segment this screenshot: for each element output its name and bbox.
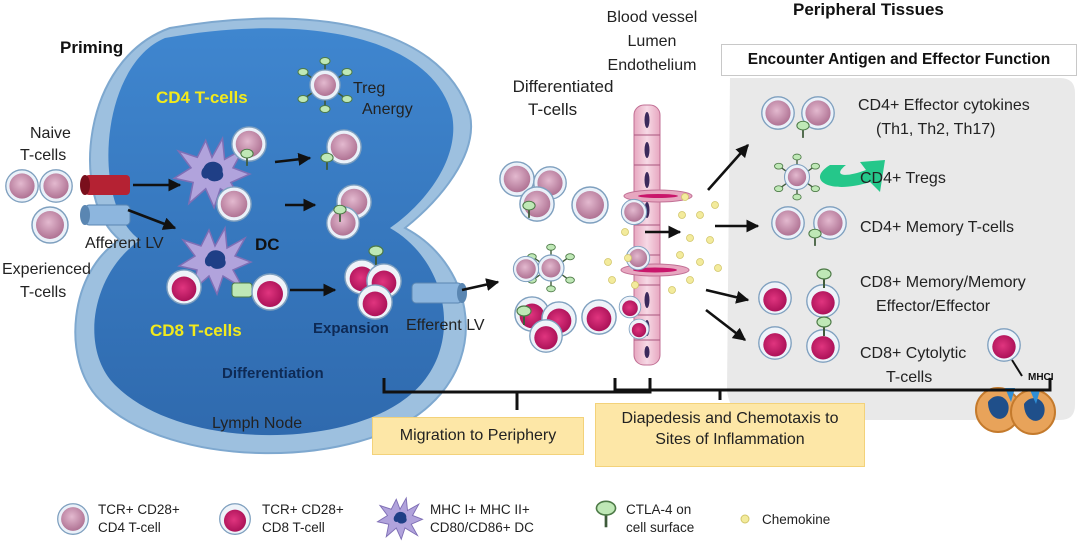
brackets (382, 378, 1052, 410)
legend-cd4-2: CD4 T-cell (98, 520, 161, 535)
afferent-lymph-vessel (80, 175, 131, 226)
outcome-cd8-cytolytic-2: T-cells (886, 369, 932, 386)
lymph-node (74, 17, 473, 455)
legend-dc-1: MHC I+ MHC II+ (430, 502, 530, 517)
outcome-cd4-memory: CD4+ Memory T-cells (860, 219, 1014, 236)
outcome-cd8-memory: CD8+ Memory/Memory (860, 274, 1026, 291)
outcome-cd8-cytolytic: CD8+ Cytolytic (860, 345, 966, 362)
vessel-label-2: Lumen (628, 33, 677, 50)
outcome-cd4-effector: CD4+ Effector cytokines (858, 97, 1030, 114)
encounter-antigen-title: Encounter Antigen and Effector Function (721, 44, 1077, 76)
diapedesis-box: Diapedesis and Chemotaxis to Sites of In… (595, 403, 865, 467)
legend-dc-2: CD80/CD86+ DC (430, 520, 534, 535)
outcome-cells (758, 96, 1056, 435)
legend-cd8-2: CD8 T-cell (262, 520, 325, 535)
experienced-label-2: T-cells (20, 284, 66, 301)
chemokine-dots (604, 193, 722, 294)
outcome-cd8-memory-2: Effector/Effector (876, 298, 991, 315)
outcome-cd4-tregs: CD4+ Tregs (860, 170, 946, 187)
vessel-label-1: Blood vessel (607, 9, 698, 26)
efferent-lv-label: Efferent LV (406, 317, 485, 334)
expansion-label: Expansion (313, 320, 389, 337)
differentiated-label: Differentiated (513, 77, 614, 96)
cd8-tcells-label: CD8 T-cells (150, 321, 242, 340)
naive-label: Naive (30, 125, 71, 142)
naive-label-2: T-cells (20, 147, 66, 164)
mhci-label: MHCI (1028, 372, 1054, 383)
legend-ctla4-1: CTLA-4 on (626, 502, 691, 517)
blood-vessel (618, 104, 693, 366)
cd4-cell-icon (57, 503, 89, 535)
legend-ctla4-2: cell surface (626, 520, 694, 535)
experienced-label: Experienced (2, 261, 91, 278)
afferent-lv-label: Afferent LV (85, 235, 164, 252)
cd4-tcells-label: CD4 T-cells (156, 88, 248, 107)
differentiated-cells (499, 161, 617, 353)
differentiation-label: Differentiation (222, 365, 324, 382)
cd8-cell-icon (219, 503, 251, 535)
lymph-node-cells (5, 56, 402, 320)
feedback-arrow-icon (819, 160, 885, 192)
diapedesis-line-1: Diapedesis and Chemotaxis to (621, 410, 839, 427)
dendritic-cell-icon (377, 497, 423, 540)
legend: TCR+ CD28+ CD4 T-cell TCR+ CD28+ CD8 T-c… (57, 497, 830, 540)
treg-label: Treg (353, 80, 385, 97)
target-cells (975, 387, 1056, 435)
priming-title: Priming (60, 38, 123, 57)
legend-cd8-1: TCR+ CD28+ (262, 502, 344, 517)
ctla4-icon (595, 500, 617, 529)
migration-box: Migration to Periphery (372, 417, 584, 455)
differentiated-label-2: T-cells (528, 100, 577, 119)
periphery-arrows (705, 144, 760, 342)
anergy-label: Anergy (362, 101, 413, 118)
lymph-node-arrows (127, 152, 500, 297)
peripheral-tissues-title: Peripheral Tissues (793, 0, 944, 19)
dc-label: DC (255, 235, 280, 254)
lymph-node-label: Lymph Node (212, 415, 302, 432)
efferent-lymph-vessel (411, 282, 467, 304)
diapedesis-line-2: Sites of Inflammation (655, 431, 805, 448)
outcome-cd4-effector-2: (Th1, Th2, Th17) (876, 121, 995, 138)
legend-chemokine: Chemokine (762, 512, 830, 527)
chemokine-dot-icon (740, 514, 750, 524)
legend-cd4-1: TCR+ CD28+ (98, 502, 180, 517)
vessel-label-3: Endothelium (608, 57, 697, 74)
